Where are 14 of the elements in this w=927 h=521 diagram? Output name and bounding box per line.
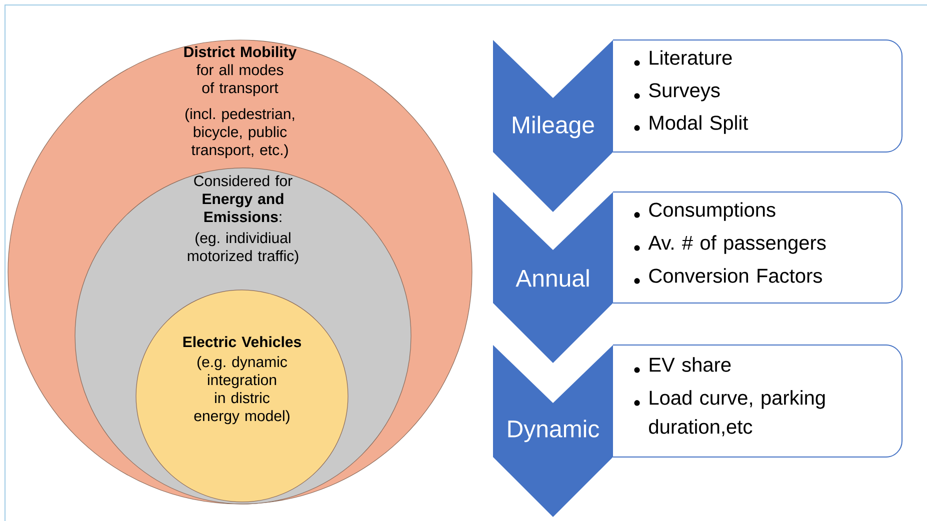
list-box bbox=[612, 40, 902, 152]
process-step: Annual bbox=[493, 192, 613, 363]
bullet-item: Modal Split bbox=[634, 115, 748, 134]
bullet-item: Av. # of passengers bbox=[634, 235, 826, 254]
list-box bbox=[612, 344, 902, 458]
bullet-item: Conversion Factors bbox=[634, 268, 822, 284]
bullet-item: Load curve, parking duration,etc bbox=[634, 390, 825, 436]
bullet-item: Literature bbox=[634, 50, 732, 66]
list-box bbox=[612, 191, 902, 304]
bullet-item: Consumptions bbox=[634, 202, 776, 221]
bullet-item: Surveys bbox=[634, 83, 720, 102]
process-step: Mileage bbox=[493, 40, 613, 212]
bullet-item: EV share bbox=[634, 357, 731, 373]
process-step: Dynamic bbox=[493, 345, 613, 517]
